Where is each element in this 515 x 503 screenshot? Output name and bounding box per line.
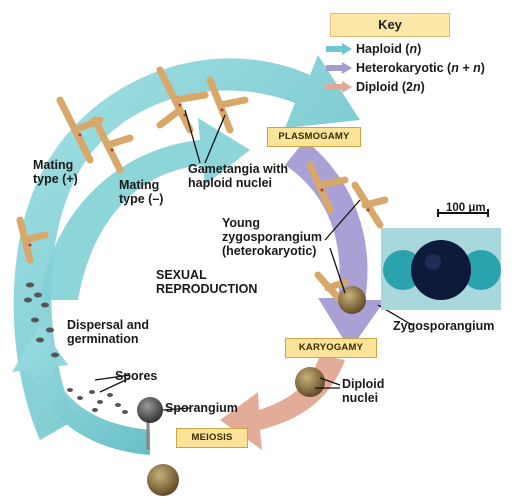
- zygosporangium-label: Zygosporangium: [393, 319, 495, 333]
- young-zygosporangium-shape: [338, 286, 366, 314]
- heterokaryotic-swatch-arrow: [326, 62, 352, 74]
- key-haploid-label: Haploid (n): [356, 42, 422, 56]
- dispersal-germination-label: Dispersal and germination: [67, 318, 149, 346]
- haploid-inner-arrow: [40, 118, 250, 300]
- gametangia-label: Gametangia with haploid nuclei: [188, 162, 289, 190]
- meiosis-box: MEIOSIS: [176, 428, 248, 448]
- haploid-swatch-arrow: [326, 43, 352, 55]
- young-zygosporangium-label: Young zygosporangium (heterokaryotic): [222, 216, 323, 258]
- key-heterokaryotic-label: Heterokaryotic (n + n): [356, 61, 485, 75]
- spores-label: Spores: [115, 369, 158, 383]
- plasmogamy-box: PLASMOGAMY: [267, 127, 361, 147]
- germinating-zygosporangium-shape: [147, 464, 179, 496]
- key-diploid-label: Diploid (2n): [356, 80, 425, 94]
- leader-lines: [94, 109, 489, 411]
- key-diploid: Diploid (2n): [326, 78, 425, 96]
- diploid-nuclei-label: Diploid nuclei: [342, 377, 385, 405]
- key-heterokaryotic: Heterokaryotic (n + n): [326, 59, 485, 77]
- sporangium-label: Sporangium: [165, 401, 238, 415]
- sexual-reproduction-label: SEXUAL REPRODUCTION: [156, 268, 258, 296]
- diploid-zygosporangium-shape: [295, 367, 325, 397]
- haploid-return-arrow: [12, 325, 150, 455]
- spores: [24, 282, 128, 414]
- zygosporangium-micrograph: [381, 228, 501, 310]
- karyogamy-box: KARYOGAMY: [285, 338, 377, 358]
- mating-type-plus-label: Mating type (+): [33, 158, 78, 186]
- mating-type-minus-label: Mating type (–): [119, 178, 164, 206]
- scale-bar-label: 100 μm: [446, 202, 486, 214]
- key-haploid: Haploid (n): [326, 40, 421, 58]
- sporangium-shape: [137, 397, 163, 423]
- key-title: Key: [330, 13, 450, 37]
- diploid-swatch-arrow: [326, 81, 352, 93]
- hyphae-nuclei: [28, 103, 370, 247]
- hyphae: [16, 66, 389, 304]
